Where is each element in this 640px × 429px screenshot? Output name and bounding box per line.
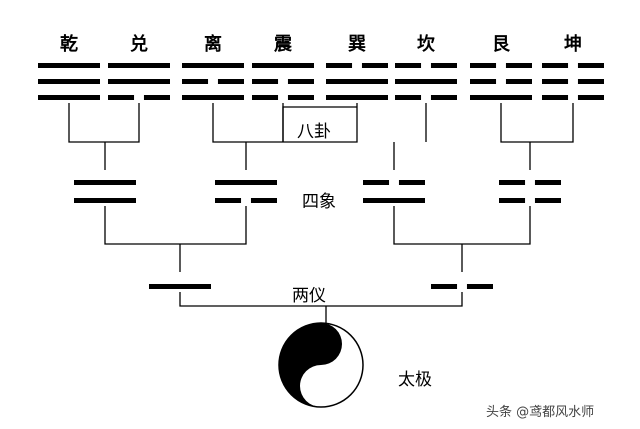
yin-line-right bbox=[534, 198, 561, 203]
watermark: 头条 @鸢都风水师 bbox=[486, 405, 595, 420]
yin-line-left bbox=[326, 63, 353, 68]
trigram-symbol bbox=[38, 63, 100, 100]
yang-line bbox=[182, 63, 244, 68]
yin-line-left bbox=[431, 284, 458, 289]
label-liangyi: 两仪 bbox=[292, 286, 326, 306]
yin-line-right bbox=[361, 63, 388, 68]
yin-line-right bbox=[250, 198, 277, 203]
taiji-outline bbox=[278, 322, 364, 408]
yin-line-left bbox=[182, 79, 209, 84]
yang-line bbox=[252, 63, 314, 68]
yin-line-right bbox=[430, 95, 457, 100]
trigram-name: 震 bbox=[274, 34, 292, 55]
yang-line bbox=[74, 198, 136, 203]
yin-line-left bbox=[252, 79, 279, 84]
yin-line-left bbox=[470, 79, 497, 84]
taiji-light-half bbox=[300, 323, 363, 407]
yang-line bbox=[38, 63, 100, 68]
trigram-symbol bbox=[108, 63, 170, 100]
bracket-image-right bbox=[393, 206, 531, 245]
yin-line-right bbox=[287, 79, 314, 84]
yin-yang-icon bbox=[278, 322, 364, 408]
bracket-modes bbox=[179, 292, 463, 307]
yin-line-right bbox=[534, 180, 561, 185]
yin-line-left bbox=[470, 63, 497, 68]
trigram-symbol bbox=[326, 63, 388, 100]
trigram-symbol bbox=[252, 63, 314, 100]
yang-line bbox=[38, 95, 100, 100]
yin-line-right bbox=[217, 79, 244, 84]
four-image-symbol bbox=[215, 180, 277, 203]
four-image-symbol bbox=[499, 180, 561, 203]
trigram-name: 艮 bbox=[492, 34, 510, 55]
label-taiji: 太极 bbox=[398, 370, 432, 390]
trigram-symbols bbox=[38, 63, 604, 100]
bracket-image-left bbox=[104, 206, 247, 245]
yin-line-left bbox=[395, 95, 422, 100]
yang-line bbox=[108, 63, 170, 68]
yin-line-left bbox=[499, 180, 526, 185]
taiji-light-dot bbox=[316, 381, 326, 391]
connector-lines bbox=[68, 103, 574, 325]
yang-line bbox=[395, 79, 457, 84]
trigram-name: 坤 bbox=[564, 34, 582, 55]
yang-line bbox=[326, 79, 388, 84]
four-image-symbol bbox=[363, 180, 425, 203]
yin-line-right bbox=[143, 95, 170, 100]
yin-line-right bbox=[577, 79, 604, 84]
yin-line-right bbox=[398, 180, 425, 185]
trigram-symbol bbox=[182, 63, 244, 100]
trigram-symbol bbox=[395, 63, 457, 100]
yin-line-right bbox=[430, 63, 457, 68]
yin-line-left bbox=[542, 63, 569, 68]
yin-line-right bbox=[577, 63, 604, 68]
box-bagua bbox=[282, 106, 357, 142]
trigram-symbol bbox=[542, 63, 604, 100]
label-sixiang: 四象 bbox=[302, 192, 336, 212]
two-mode-symbol bbox=[149, 284, 211, 289]
yin-line-left bbox=[542, 95, 569, 100]
yang-line bbox=[108, 79, 170, 84]
bracket-qian-dui bbox=[68, 103, 140, 143]
trigram-symbol bbox=[470, 63, 532, 100]
yin-line-left bbox=[108, 95, 135, 100]
yang-line bbox=[38, 79, 100, 84]
yang-line bbox=[326, 95, 388, 100]
yang-line bbox=[74, 180, 136, 185]
bracket-li-xun bbox=[212, 103, 358, 143]
yang-line bbox=[182, 95, 244, 100]
yang-line bbox=[215, 180, 277, 185]
yin-line-right bbox=[505, 63, 532, 68]
label-bagua: 八卦 bbox=[297, 122, 331, 142]
yin-line-left bbox=[499, 198, 526, 203]
yin-line-left bbox=[542, 79, 569, 84]
bracket-gen-kun bbox=[500, 103, 574, 143]
yin-line-left bbox=[252, 95, 279, 100]
yin-line-left bbox=[215, 198, 242, 203]
yin-line-right bbox=[505, 79, 532, 84]
yin-line-right bbox=[287, 95, 314, 100]
yin-line-right bbox=[577, 95, 604, 100]
trigram-name: 坎 bbox=[417, 34, 435, 55]
four-image-symbol bbox=[74, 180, 136, 203]
yin-line-left bbox=[363, 180, 390, 185]
yin-line-right bbox=[466, 284, 493, 289]
trigram-name: 兑 bbox=[130, 34, 148, 55]
yang-line bbox=[470, 95, 532, 100]
trigram-name: 离 bbox=[204, 34, 222, 55]
two-mode-symbols bbox=[149, 284, 493, 289]
yang-line bbox=[363, 198, 425, 203]
trigram-name: 乾 bbox=[60, 34, 78, 55]
trigram-name: 巽 bbox=[348, 34, 366, 55]
yin-line-left bbox=[395, 63, 422, 68]
taiji-dark-dot bbox=[316, 339, 326, 349]
two-mode-symbol bbox=[431, 284, 493, 289]
four-image-symbols bbox=[74, 180, 561, 203]
yang-line bbox=[149, 284, 211, 289]
